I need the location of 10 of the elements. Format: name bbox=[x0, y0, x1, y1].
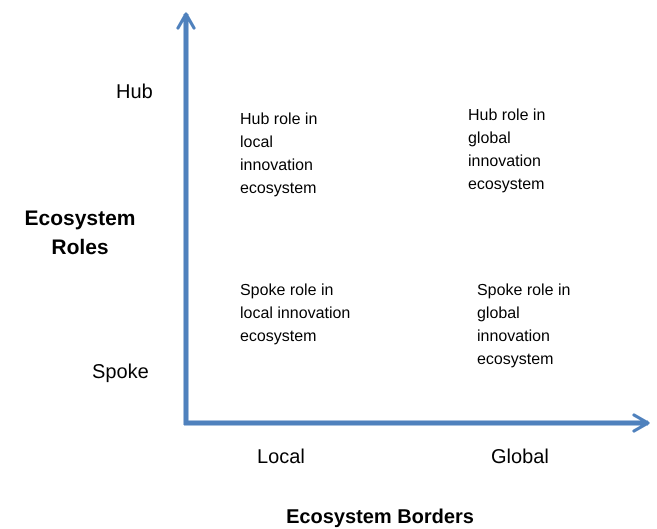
axis-tick-label: Global bbox=[491, 445, 549, 469]
quadrant-label: Spoke role in local innovation ecosystem bbox=[240, 281, 352, 347]
axis-tick-label: Spoke bbox=[92, 360, 149, 384]
axis-tick-label: Local bbox=[257, 445, 305, 469]
axis-tick-label: Hub bbox=[116, 80, 153, 104]
quadrant-label: Spoke role in global innovation ecosystem bbox=[477, 281, 572, 370]
quadrant-label: Hub role in local innovation ecosystem bbox=[240, 110, 318, 199]
axis-title: Ecosystem Roles bbox=[24, 206, 136, 261]
quadrant-label: Hub role in global innovation ecosystem bbox=[468, 106, 546, 195]
axis-title: Ecosystem Borders bbox=[286, 505, 474, 529]
